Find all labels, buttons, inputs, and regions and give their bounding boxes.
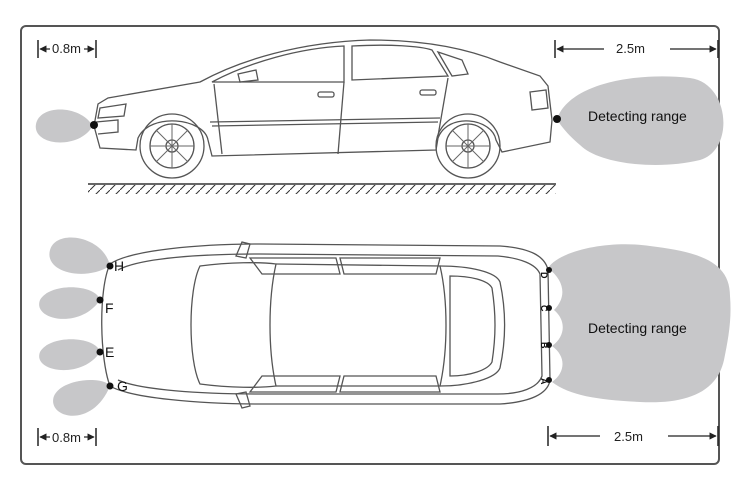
range-blob-f	[39, 287, 100, 319]
front-sensor-side	[90, 121, 98, 129]
front-detecting-range-side	[35, 109, 92, 143]
sensor-b-label: B	[539, 342, 549, 349]
sensor-d-dot	[546, 267, 552, 273]
range-blob-h	[49, 237, 110, 274]
front-sensors: H F E G	[96, 258, 128, 394]
rear-detecting-range-side	[557, 76, 724, 165]
detecting-range-label-side: Detecting range	[588, 108, 687, 124]
range-blob-g	[53, 380, 110, 416]
sensor-h-label: H	[114, 258, 124, 274]
car-side-view	[93, 39, 553, 179]
ground-line	[88, 183, 556, 194]
front-dimension-top-label: 0.8m	[52, 41, 81, 56]
sensor-g-dot	[106, 382, 114, 390]
detecting-range-label-top: Detecting range	[588, 320, 687, 336]
sensor-b-dot	[546, 342, 552, 348]
sensor-h-dot	[106, 262, 114, 270]
rear-sensor-side	[553, 115, 561, 123]
sensor-a-dot	[546, 377, 552, 383]
front-dimension-bottom: 0.8m	[37, 428, 97, 446]
rear-sensors: D C B A	[539, 267, 552, 385]
sensor-e-dot	[96, 348, 104, 356]
front-dimension-bottom-label: 0.8m	[52, 430, 81, 445]
wheel-spokes	[150, 124, 490, 168]
front-detecting-range-top	[39, 237, 110, 416]
sensor-d-label: D	[539, 272, 549, 279]
sensor-c-dot	[546, 305, 552, 311]
front-dimension-top: 0.8m	[37, 40, 97, 58]
rear-dimension-bottom-label: 2.5m	[614, 429, 643, 444]
sensor-g-label: G	[117, 378, 128, 394]
rear-dimension-top-label: 2.5m	[616, 41, 645, 56]
sensor-f-label: F	[105, 300, 114, 316]
range-blob-e	[39, 339, 100, 371]
sensor-c-label: C	[539, 305, 549, 312]
rear-dimension-bottom: 2.5m	[547, 426, 719, 446]
sensor-a-label: A	[539, 378, 549, 385]
car-top-view	[101, 241, 551, 409]
rear-dimension-top: 2.5m	[554, 40, 719, 58]
rear-detecting-range-top	[548, 244, 731, 403]
sensor-f-dot	[96, 296, 104, 304]
sensor-e-label: E	[105, 344, 114, 360]
